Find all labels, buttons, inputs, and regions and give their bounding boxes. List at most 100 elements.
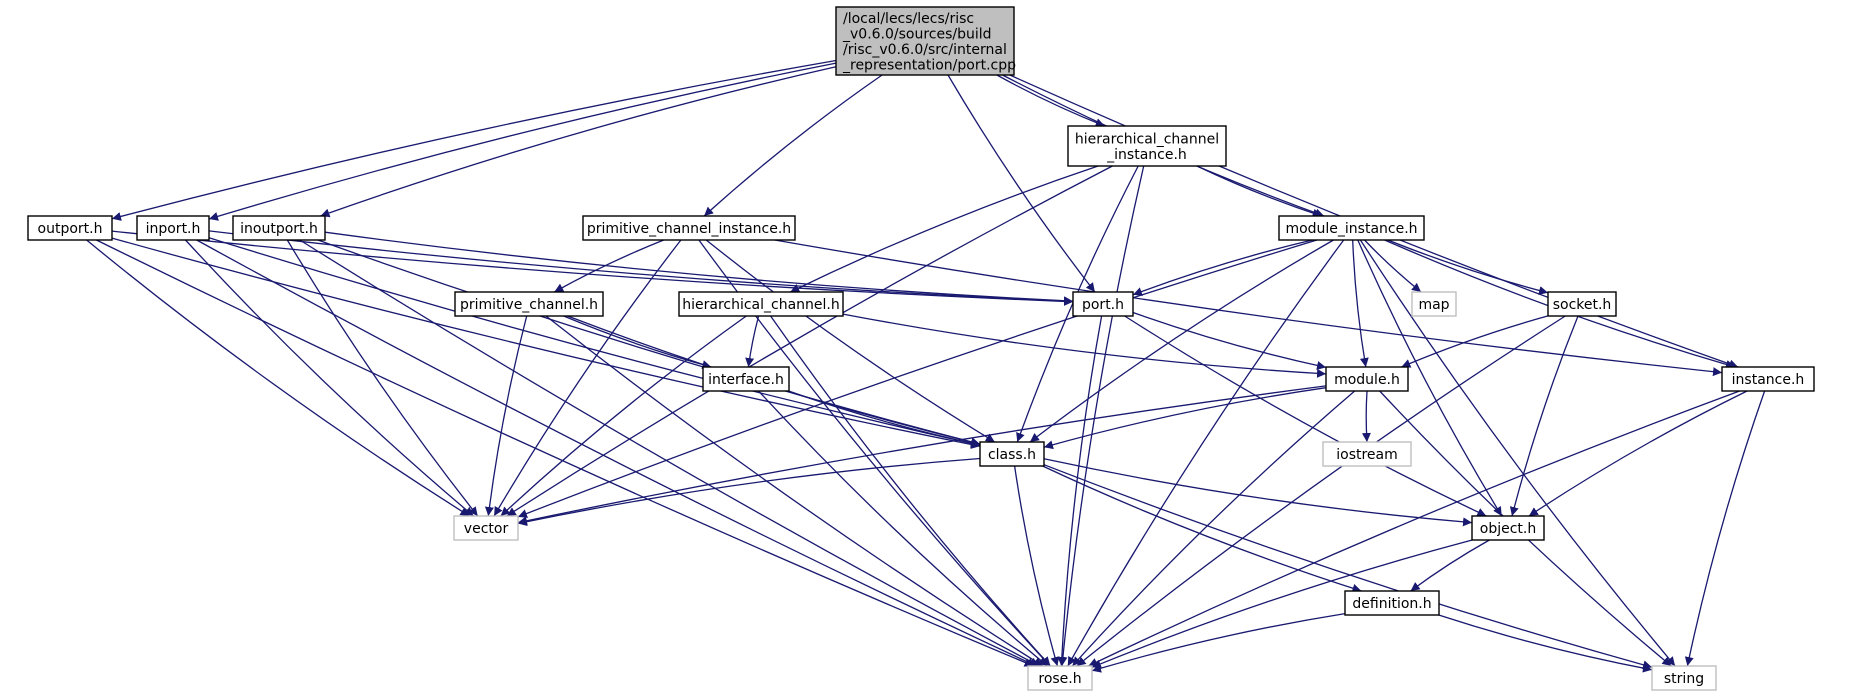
node-label: primitive_channel.h [460, 297, 598, 313]
node-instance-h[interactable]: instance.h [1721, 366, 1815, 392]
edge-outport-h-to-rose-h [96, 239, 1034, 667]
edge-module-instance-h-to-port-h [1132, 239, 1313, 296]
node-port-h[interactable]: port.h [1072, 291, 1134, 317]
node-box [232, 215, 326, 241]
edge-module-instance-h-to-socket-h [1387, 239, 1549, 295]
edge-inoutport-h-to-rose-h [299, 239, 1040, 667]
node-module-h[interactable]: module.h [1325, 366, 1409, 392]
edge-port-cpp-to-inport-h [208, 62, 837, 221]
node-box [582, 215, 796, 241]
node-box [136, 215, 210, 241]
node-class-h[interactable]: class.h [979, 441, 1045, 467]
node-primitive-channel-h[interactable]: primitive_channel.h [454, 291, 604, 317]
edge-inoutport-h-to-port-h [324, 231, 1074, 306]
edge-hierarchical-channel-h-to-interface-h [745, 315, 760, 368]
node-label: outport.h [38, 221, 103, 237]
node-label: iostream [1336, 447, 1398, 463]
node-box [27, 215, 113, 241]
edge-port-cpp-to-port-h [947, 74, 1096, 293]
edge-module-instance-h-to-class-h [1029, 239, 1334, 443]
node-hierarchical-channel-h[interactable]: hierarchical_channel.h [678, 291, 844, 317]
edge-definition-h-to-rose-h [1091, 612, 1346, 673]
edge-hierarchical-channel-instance-h-to-vector [506, 165, 1113, 517]
edge-inport-h-to-class-h [208, 237, 981, 448]
edge-primitive-channel-instance-h-to-primitive-channel-h [553, 239, 664, 293]
edge-module-instance-h-to-string [1359, 239, 1676, 667]
node-map: map [1411, 291, 1457, 317]
node-label: /local/lecs/lecs/risc [843, 11, 974, 27]
edge-instance-h-to-rose-h [1088, 390, 1740, 667]
edge-inoutport-h-to-class-h [317, 239, 981, 447]
edge-inoutport-h-to-vector [286, 239, 479, 517]
edge-class-h-to-rose-h [1013, 465, 1060, 667]
node-box [1411, 291, 1457, 317]
edge-class-h-to-definition-h [1042, 465, 1362, 593]
node-label: /risc_v0.6.0/src/internal [843, 42, 1007, 58]
edge-port-cpp-to-outport-h [111, 59, 837, 221]
node-box [1325, 366, 1409, 392]
edge-socket-h-to-object-h [1509, 315, 1579, 517]
edge-port-h-to-module-h [1132, 311, 1327, 370]
node-box [678, 291, 844, 317]
edge-module-h-to-class-h [1043, 387, 1327, 450]
node-label: _representation/port.cpp [842, 57, 1016, 73]
node-label: socket.h [1553, 297, 1612, 313]
edge-module-instance-h-to-rose-h [1067, 239, 1345, 667]
node-label: object.h [1480, 521, 1536, 537]
edge-port-h-to-object-h [1124, 315, 1487, 517]
node-rose-h: rose.h [1027, 665, 1093, 691]
node-box [1072, 291, 1134, 317]
node-module-instance-h[interactable]: module_instance.h [1278, 215, 1425, 241]
edges-layer [86, 59, 1766, 673]
edge-hierarchical-channel-h-to-module-h [842, 313, 1327, 378]
edge-hierarchical-channel-instance-h-to-rose-h [1058, 165, 1145, 667]
node-box [702, 366, 790, 392]
edge-definition-h-to-string [1438, 614, 1653, 673]
edge-primitive-channel-instance-h-to-class-h [705, 239, 996, 443]
node-socket-h[interactable]: socket.h [1547, 291, 1617, 317]
node-inoutport-h[interactable]: inoutport.h [232, 215, 326, 241]
node-vector: vector [453, 515, 519, 541]
node-interface-h[interactable]: interface.h [702, 366, 790, 392]
edge-socket-h-to-rose-h [1076, 315, 1566, 667]
node-box [1721, 366, 1815, 392]
edge-module-instance-h-to-vector [517, 239, 1318, 518]
node-port-cpp[interactable]: /local/lecs/lecs/risc_v0.6.0/sources/bui… [835, 6, 1016, 76]
edge-hierarchical-channel-instance-h-to-hierarchical-channel-h [790, 165, 1099, 293]
node-definition-h[interactable]: definition.h [1344, 590, 1440, 616]
edge-inport-h-to-port-h [208, 230, 1074, 306]
edge-module-instance-h-to-module-h [1352, 239, 1369, 368]
node-inport-h[interactable]: inport.h [136, 215, 210, 241]
node-iostream: iostream [1322, 441, 1412, 467]
edge-port-h-to-rose-h [1057, 315, 1103, 667]
nodes-layer: /local/lecs/lecs/risc_v0.6.0/sources/bui… [27, 6, 1815, 691]
edge-primitive-channel-h-to-rose-h [545, 315, 1044, 667]
edge-class-h-to-vector [517, 457, 981, 527]
node-primitive-channel-instance-h[interactable]: primitive_channel_instance.h [582, 215, 796, 241]
node-hierarchical-channel-instance-h[interactable]: hierarchical_channel_instance.h [1067, 125, 1227, 167]
edge-primitive-channel-h-to-vector [484, 315, 528, 517]
node-label: definition.h [1352, 596, 1431, 612]
edge-class-h-to-object-h [1043, 458, 1473, 527]
node-box [979, 441, 1045, 467]
node-box [1547, 291, 1617, 317]
node-label: inoutport.h [240, 221, 318, 237]
node-box [454, 291, 604, 317]
edge-object-h-to-rose-h [1091, 539, 1473, 669]
edge-outport-h-to-vector [86, 239, 470, 517]
node-label: primitive_channel_instance.h [587, 221, 791, 237]
node-object-h[interactable]: object.h [1471, 515, 1545, 541]
node-box [1651, 665, 1717, 691]
edge-interface-h-to-rose-h [758, 390, 1048, 667]
node-label: string [1664, 671, 1704, 687]
node-label: hierarchical_channel [1075, 131, 1219, 147]
edge-interface-h-to-class-h [788, 390, 981, 448]
node-label: rose.h [1038, 671, 1081, 687]
edge-module-h-to-rose-h [1071, 390, 1356, 667]
edge-module-h-to-vector [517, 385, 1327, 526]
node-box [1067, 125, 1227, 167]
node-outport-h[interactable]: outport.h [27, 215, 113, 241]
node-label: hierarchical_channel.h [682, 297, 840, 313]
edge-instance-h-to-object-h [1528, 390, 1748, 517]
